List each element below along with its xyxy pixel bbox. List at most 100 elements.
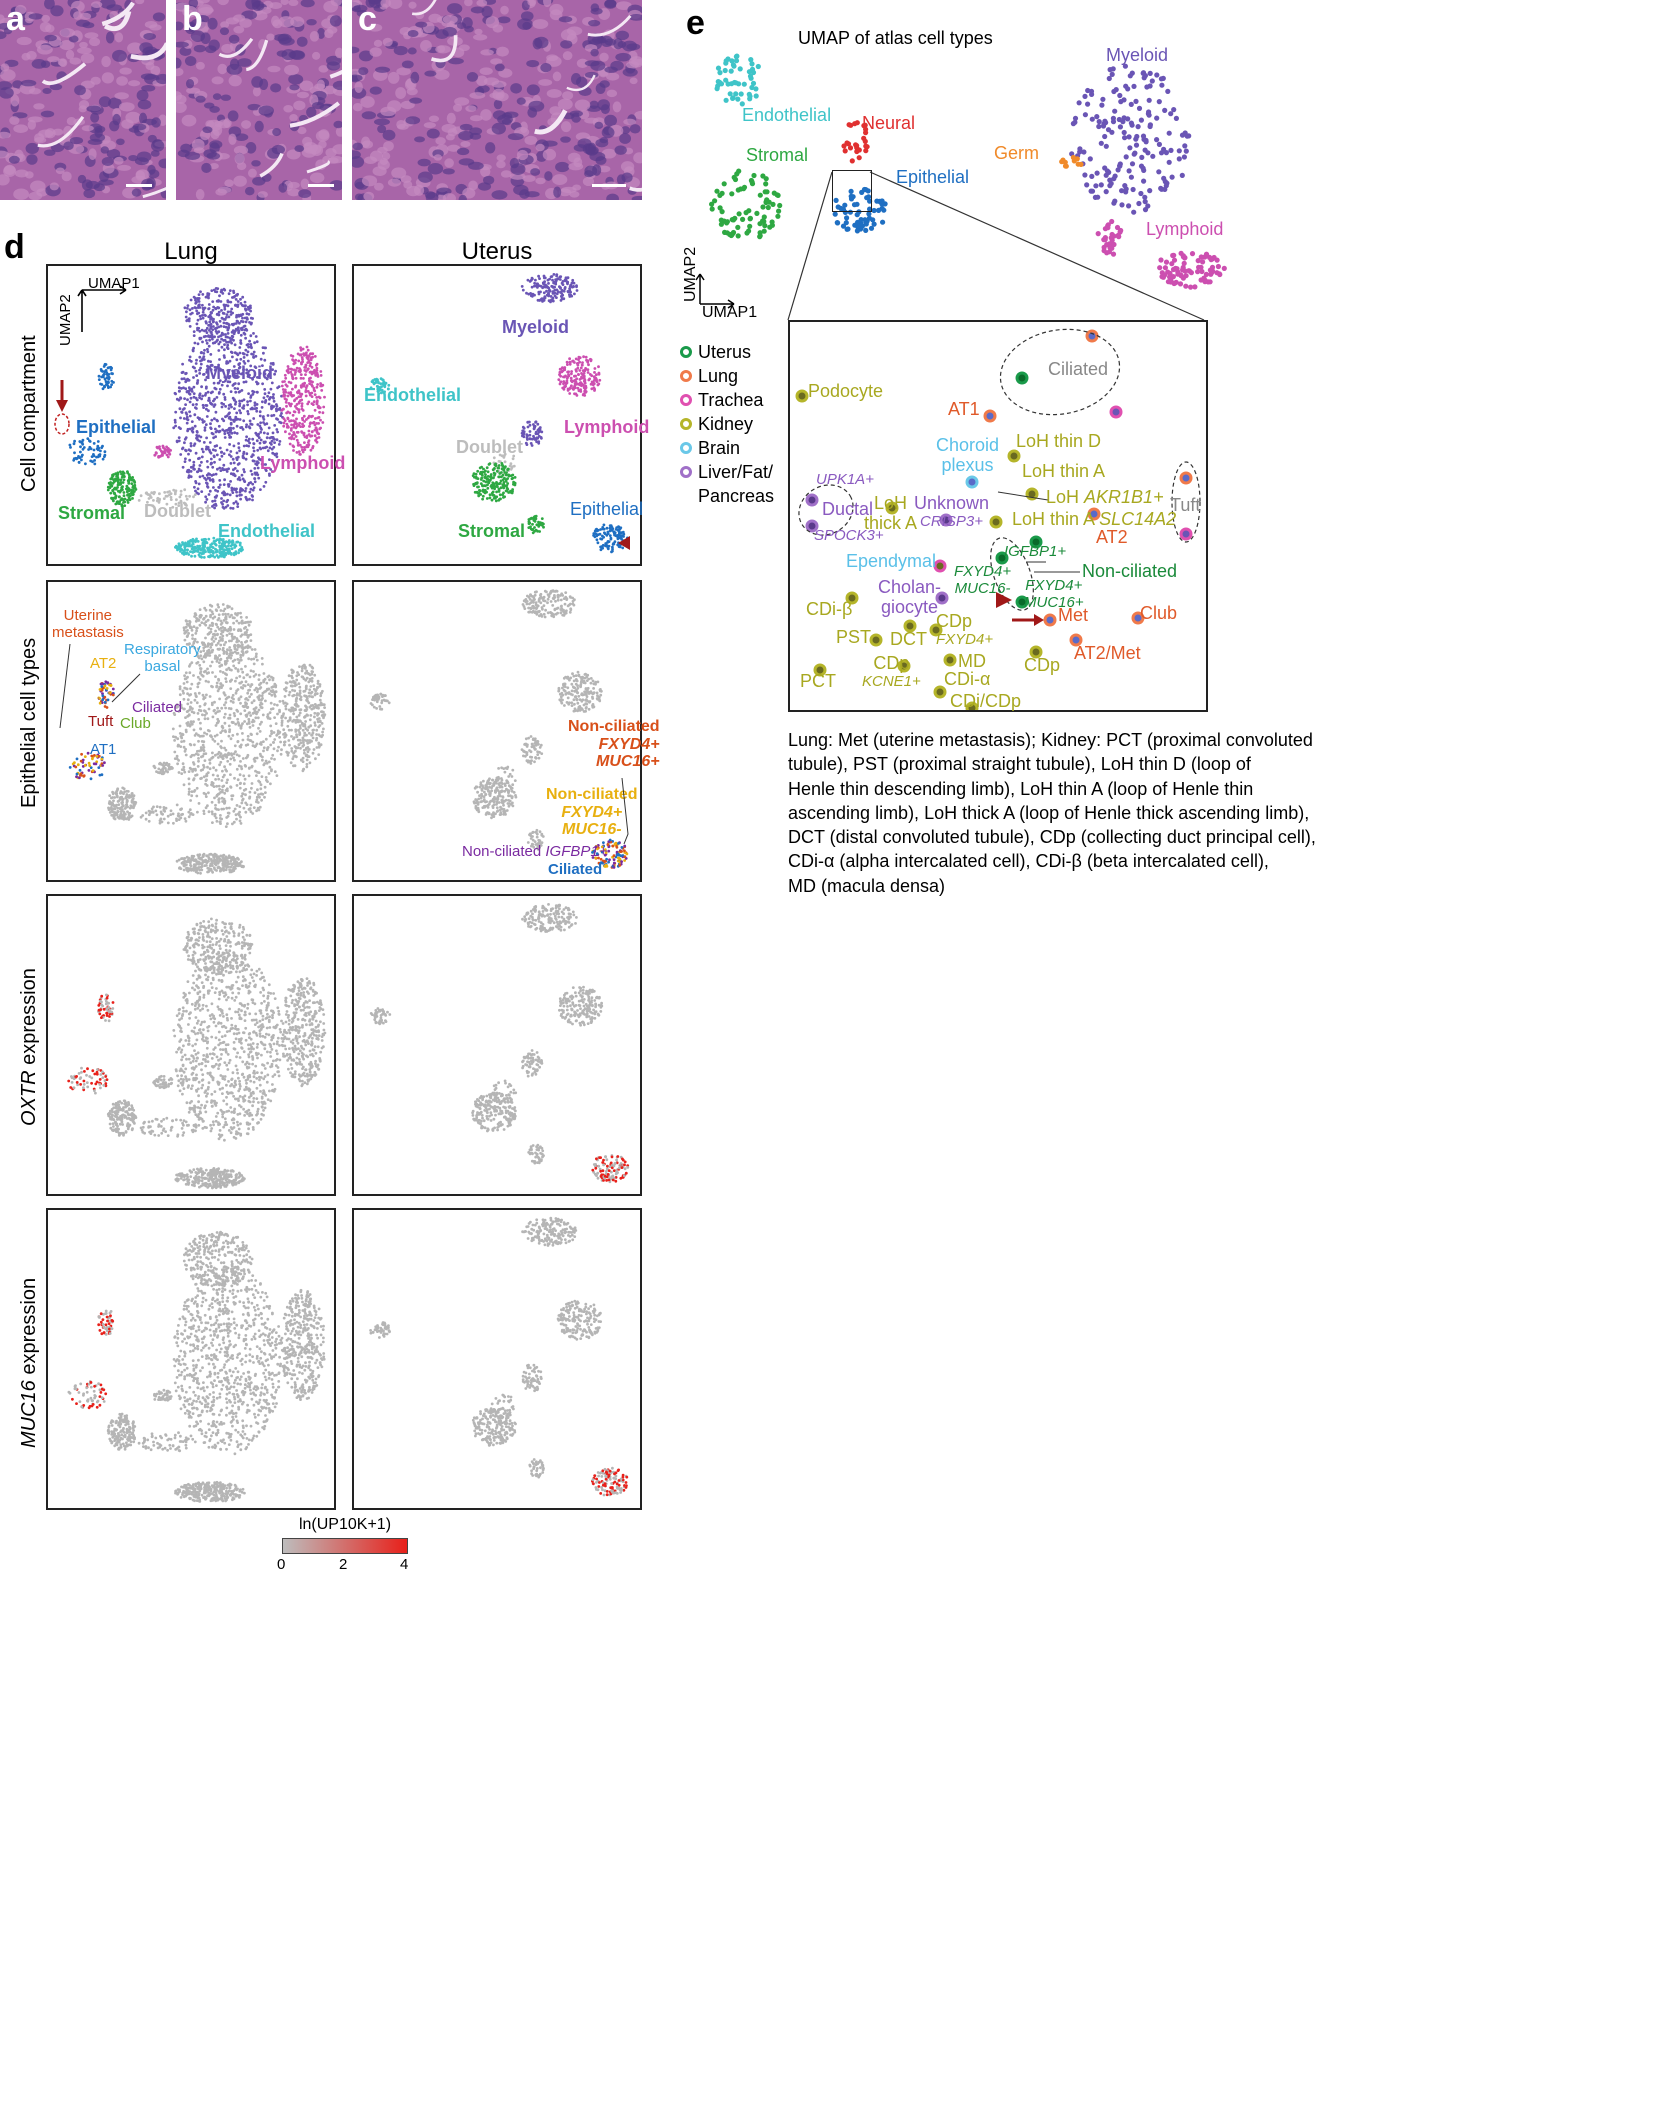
zoom-label-fxyd4-muc16neg: FXYD4+MUC16-	[954, 563, 1012, 597]
label-doublet: Doublet	[144, 501, 211, 521]
zoom-label-at2: AT2	[1096, 527, 1128, 547]
label-myeloid: Myeloid	[206, 363, 274, 383]
zoom-label-cholangiocyte: Cholan-giocyte	[878, 577, 942, 617]
label-epithelial: Epithelial	[570, 499, 644, 519]
panel-e-title: UMAP of atlas cell types	[798, 28, 993, 48]
zoom-source-box	[832, 170, 872, 212]
atlas-label-endothelial: Endothelial	[742, 105, 832, 125]
row-title-epithelial-cell-types: Epithelial cell types	[18, 637, 40, 808]
label-tuft: Tuft	[88, 713, 114, 730]
zoom-label-cdi-alpha: CDi-α	[944, 669, 991, 689]
zoom-connector	[787, 171, 1205, 321]
umap-axis-arrows	[74, 284, 134, 344]
zoom-label-loh-thin-d: LoH thin D	[1016, 431, 1102, 451]
row-title-muc16-expression: MUC16 expression	[18, 1277, 40, 1448]
zoom-label-ependymal: Ependymal	[846, 551, 937, 571]
umap1-axis-label: UMAP1	[702, 304, 758, 321]
colorbar-title: ln(UP10K+1)	[298, 1516, 392, 1533]
label-nc-igfbp1: Non-ciliated IGFBP1+	[462, 843, 608, 860]
atlas-label-germ: Germ	[994, 143, 1039, 163]
zoom-label-ciliated: Ciliated	[1048, 359, 1109, 379]
zoom-label-cdi-cdp: CDi/CDp	[950, 691, 1022, 711]
histology-image-c: c	[352, 0, 642, 200]
row-title-cell-compartment: Cell compartment	[18, 335, 40, 492]
atlas-label-stromal: Stromal	[746, 145, 809, 165]
zoom-label-podocyte: Podocyte	[808, 381, 884, 401]
zoom-label-club: Club	[1140, 603, 1178, 623]
legend-liver-fat: Liver/Fat/	[680, 460, 774, 484]
row-title-oxtr-expression: OXTR expression	[18, 968, 40, 1126]
legend-trachea: Trachea	[680, 388, 774, 412]
label-lymphoid: Lymphoid	[260, 453, 346, 473]
legend-lung: Lung	[680, 364, 774, 388]
zoom-label-loh-thin-a: LoH thin A	[1022, 461, 1106, 481]
colorbar-tick-0: 0	[277, 1556, 286, 1573]
zoom-label-loh-slc14a2: LoH thin A SLC14A2	[1012, 509, 1177, 529]
legend-uterus: Uterus	[680, 340, 774, 364]
label-club: Club	[120, 715, 151, 732]
label-nc-fxyd4-muc16neg: Non-ciliated FXYD4+ MUC16-	[546, 786, 638, 839]
zoom-label-upk1a: UPK1A+	[816, 471, 874, 488]
zoom-label-pct: PCT	[800, 671, 836, 691]
atlas-label-myeloid: Myeloid	[1106, 45, 1169, 65]
zoom-label-pst: PST	[836, 627, 872, 647]
label-endothelial: Endothelial	[218, 521, 316, 541]
label-endothelial: Endothelial	[364, 385, 462, 405]
panel-label-b: b	[182, 0, 203, 38]
red-arrow-icon	[54, 380, 70, 435]
zoom-label-igfbp1: IGFBP1+	[1004, 543, 1067, 560]
panel-label-d: d	[4, 228, 25, 266]
uterus-oxtr-umap	[352, 894, 642, 1196]
zoom-label-cdi-beta: CDi-β	[806, 599, 853, 619]
legend-pancreas: Pancreas	[698, 485, 775, 506]
label-stromal: Stromal	[58, 503, 126, 523]
zoom-label-ductal: Ductal	[822, 499, 874, 519]
zoom-label-md: MD	[958, 651, 986, 671]
colorbar	[282, 1538, 408, 1554]
umap2-axis-label: UMAP2	[57, 294, 74, 346]
zoom-label-at2-met: AT2/Met	[1074, 643, 1141, 663]
label-myeloid: Myeloid	[502, 317, 570, 337]
atlas-label-epithelial: Epithelial	[896, 167, 970, 187]
atlas-label-neural: Neural	[862, 113, 916, 133]
label-lymphoid: Lymphoid	[564, 417, 650, 437]
zoom-label-fxyd4-muc16pos: FXYD4+MUC16+	[1024, 577, 1084, 611]
label-nc-fxyd4-muc16pos: Non-ciliated FXYD4+ MUC16+	[568, 718, 660, 771]
zoom-label-dct: DCT	[890, 629, 927, 649]
panel-e-caption: Lung: Met (uterine metastasis); Kidney: …	[788, 730, 1316, 896]
label-stromal: Stromal	[458, 521, 526, 541]
zoom-label-spock3: SPOCK3+	[814, 527, 884, 544]
tissue-legend: Uterus Lung Trachea Kidney Brain Liver/F…	[680, 340, 774, 508]
label-epithelial: Epithelial	[76, 417, 157, 437]
lung-muc16-umap	[46, 1208, 336, 1510]
zoom-label-met: Met	[1058, 605, 1089, 625]
column-title-uterus: Uterus	[461, 238, 533, 265]
label-at2: AT2	[90, 655, 117, 672]
panel-label-a: a	[6, 0, 25, 38]
legend-brain: Brain	[680, 436, 774, 460]
annotation-lines	[59, 643, 141, 729]
label-ciliated: Ciliated	[132, 699, 183, 716]
zoom-label-tuft: Tuft	[1170, 495, 1201, 515]
colorbar-tick-4: 4	[400, 1556, 409, 1573]
lung-compartment-umap: UMAP1 UMAP2 Myeloid Epithelial Lymphoid …	[46, 264, 345, 566]
uterus-compartment-umap: Myeloid Endothelial Lymphoid Doublet Str…	[352, 264, 649, 566]
colorbar-tick-2: 2	[339, 1556, 348, 1573]
umap-axis-arrows	[695, 273, 735, 309]
label-at1: AT1	[90, 741, 117, 758]
scale-bar	[592, 184, 626, 187]
legend-kidney: Kidney	[680, 412, 774, 436]
atlas-umap	[709, 53, 1227, 290]
umap2-axis-label: UMAP2	[682, 246, 699, 302]
zoom-label-non-ciliated: Non-ciliated	[1082, 561, 1178, 581]
histology-image-a: a	[0, 0, 166, 200]
scale-bar	[126, 184, 152, 187]
atlas-label-lymphoid: Lymphoid	[1146, 219, 1224, 239]
zoom-label-at1: AT1	[948, 399, 980, 419]
